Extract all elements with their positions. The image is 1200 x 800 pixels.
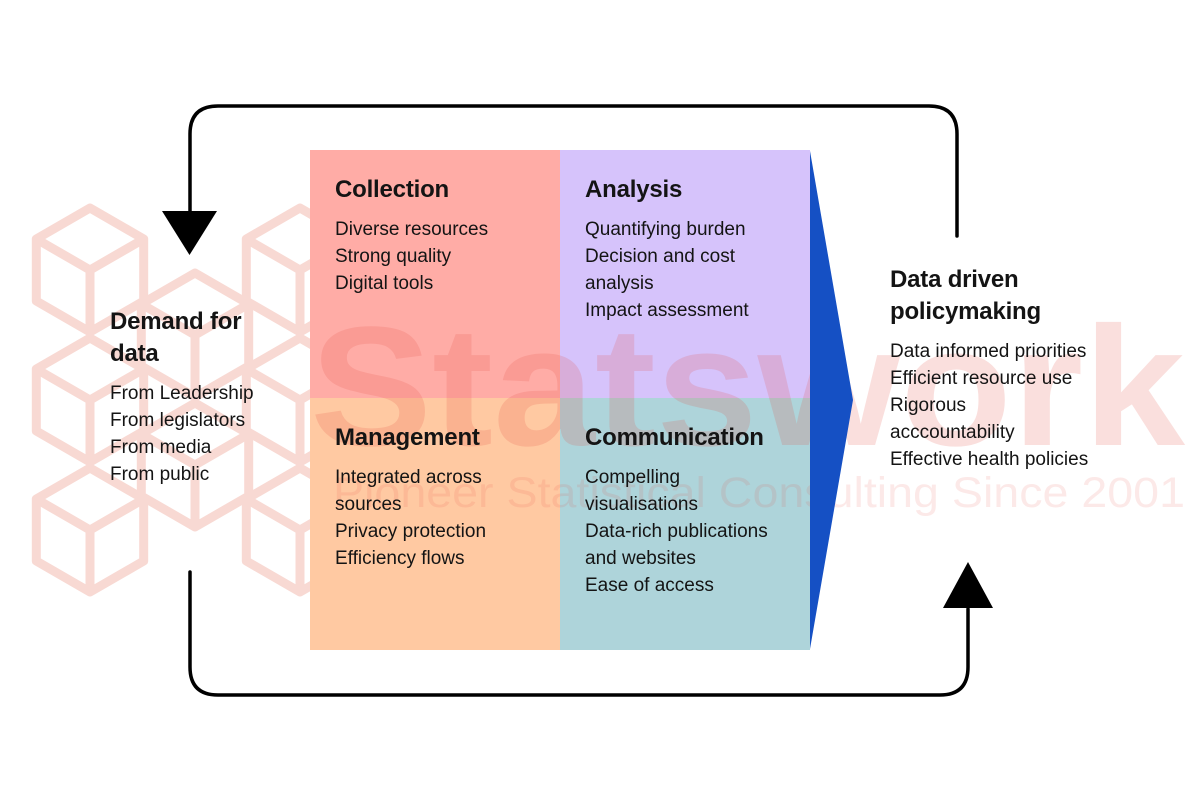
flow-arrow-right — [810, 151, 853, 649]
quadrant-item: Diverse resources — [335, 219, 489, 240]
panel-item: From Leadership — [110, 383, 254, 404]
quadrant-item: Ease of access — [585, 575, 714, 596]
panel-item: From legislators — [110, 410, 246, 431]
quadrant-title: Analysis — [585, 176, 683, 203]
quadrant-item: Decision and cost analysis — [585, 246, 735, 294]
quadrant-analysis: Analysis Quantifying burden Decision and… — [560, 150, 810, 398]
quadrant-collection: Collection Diverse resources Strong qual… — [310, 150, 560, 398]
quadrant-item: Data-rich publications and websites — [585, 521, 768, 569]
quadrant-item: Digital tools — [335, 273, 434, 294]
quadrant-management: Management Integrated across sources Pri… — [310, 398, 560, 650]
panel-item: Efficient resource use — [890, 368, 1073, 389]
quadrant-communication: Communication Compelling visualisations … — [560, 398, 810, 650]
panel-item: Data informed priorities — [890, 341, 1087, 362]
data-driven-policymaking-panel: Data driven policymaking Data informed p… — [890, 264, 1092, 473]
panel-title: Data driven policymaking — [890, 266, 1041, 325]
quadrant-item: Efficiency flows — [335, 548, 465, 569]
quadrant-item: Compelling visualisations — [585, 467, 698, 515]
panel-item: From public — [110, 464, 210, 485]
loop-arrowhead-up — [943, 562, 993, 608]
panel-title: Demand for data — [110, 308, 242, 367]
quadrant-item: Privacy protection — [335, 521, 487, 542]
quadrant-item: Quantifying burden — [585, 219, 746, 240]
demand-for-data-panel: Demand for data From Leadership From leg… — [110, 306, 282, 488]
quadrant-matrix: Collection Diverse resources Strong qual… — [310, 150, 810, 650]
quadrant-title: Communication — [585, 424, 764, 451]
quadrant-item: Impact assessment — [585, 300, 749, 321]
quadrant-item: Integrated across sources — [335, 467, 482, 515]
panel-item: Effective health policies — [890, 449, 1089, 470]
quadrant-title: Management — [335, 424, 480, 451]
quadrant-title: Collection — [335, 176, 450, 203]
loop-arrowhead-down — [162, 211, 217, 255]
quadrant-item: Strong quality — [335, 246, 452, 267]
panel-item: Rigorous acccountability — [890, 395, 1015, 443]
panel-item: From media — [110, 437, 212, 458]
